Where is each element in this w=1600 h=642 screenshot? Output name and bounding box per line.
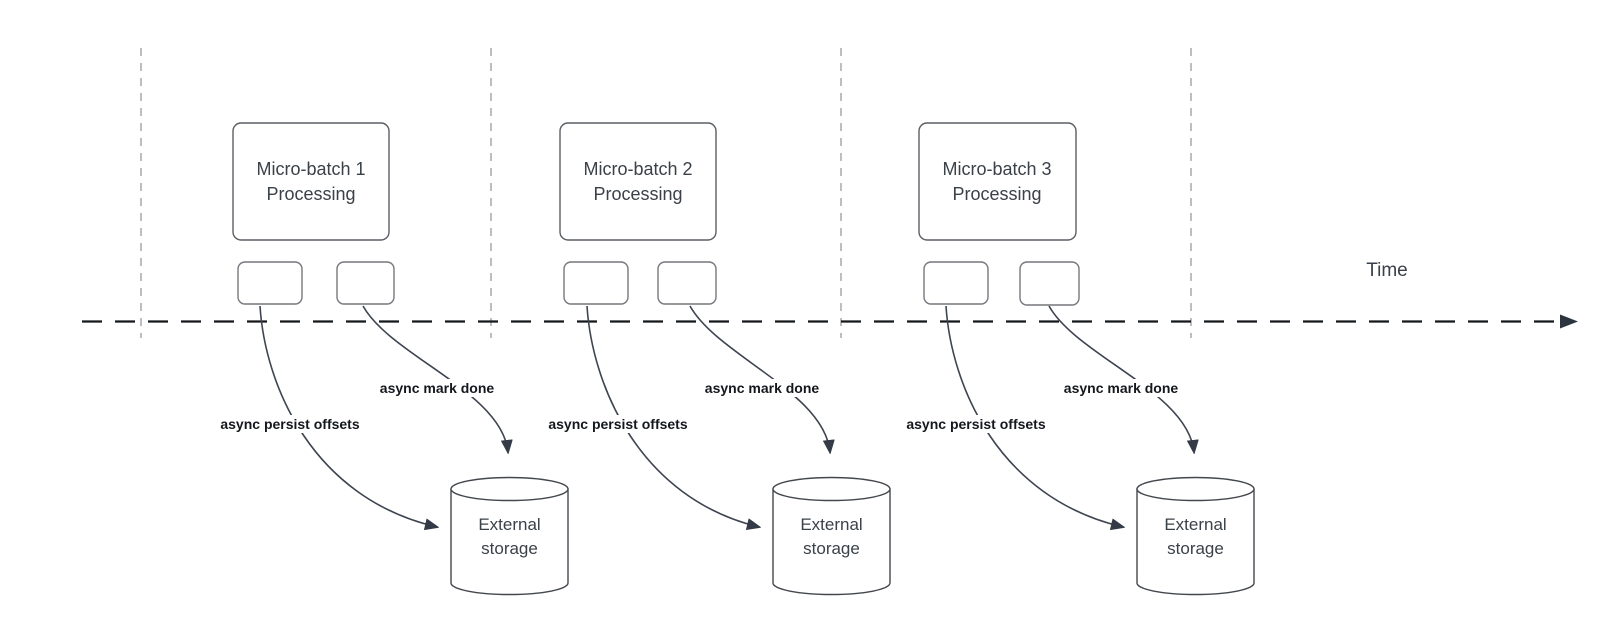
storage-label-line2: storage — [803, 539, 860, 558]
mark-done-arrow — [1048, 305, 1194, 452]
storage-label-line2: storage — [481, 539, 538, 558]
persist-offsets-label: async persist offsets — [545, 415, 691, 433]
micro-batch-box — [559, 122, 717, 241]
storage-cylinder-top — [450, 476, 569, 502]
batch-title: Micro-batch 2 Processing — [560, 123, 716, 240]
offsets-commit-box — [237, 261, 303, 305]
storage-cylinder-top — [1136, 476, 1255, 502]
batch-title-line1: Micro-batch 2 — [583, 158, 693, 179]
batch-title: Micro-batch 3 Processing — [919, 123, 1075, 240]
external-storage-label: External storage — [773, 494, 890, 580]
mark-done-label: async mark done — [1060, 379, 1182, 397]
storage-label-line1: External — [1164, 515, 1227, 534]
micro-batch-box — [232, 122, 390, 241]
storage-label-line2: storage — [1167, 539, 1224, 558]
mark-done-arrow — [689, 305, 830, 452]
storage-cylinder-top — [772, 476, 891, 502]
external-storage-label: External storage — [1137, 494, 1254, 580]
batch-title-line1: Micro-batch 3 — [942, 158, 1052, 179]
offsets-commit-box — [563, 261, 629, 305]
time-label: Time — [1366, 260, 1408, 281]
batch-group-3 — [918, 122, 1255, 596]
storage-cylinder-body — [450, 488, 569, 596]
persist-offsets-arrow — [945, 305, 1123, 527]
mark-done-label: async mark done — [701, 379, 823, 397]
storage-label-line1: External — [478, 515, 541, 534]
done-commit-box — [1019, 261, 1080, 306]
batch-group-2 — [559, 122, 891, 596]
storage-label-line1: External — [800, 515, 863, 534]
batch-title-line2: Processing — [266, 183, 356, 204]
batch-title-line2: Processing — [952, 183, 1042, 204]
storage-cylinder-body — [772, 488, 891, 596]
batch-group-1 — [232, 122, 569, 596]
persist-offsets-label: async persist offsets — [217, 415, 363, 433]
batch-title: Micro-batch 1 Processing — [233, 123, 389, 240]
persist-offsets-arrow — [259, 305, 437, 527]
external-storage-label: External storage — [451, 494, 568, 580]
offsets-commit-box — [923, 261, 989, 305]
mark-done-label: async mark done — [376, 379, 498, 397]
storage-cylinder-body — [1136, 488, 1255, 596]
time-axis-arrowhead — [1560, 314, 1578, 329]
batch-title-line1: Micro-batch 1 — [256, 158, 366, 179]
mark-done-arrow — [362, 305, 508, 452]
micro-batch-box — [918, 122, 1077, 241]
done-commit-box — [336, 261, 395, 305]
done-commit-box — [657, 261, 717, 305]
persist-offsets-arrow — [586, 305, 759, 527]
persist-offsets-label: async persist offsets — [903, 415, 1049, 433]
batch-title-line2: Processing — [593, 183, 683, 204]
